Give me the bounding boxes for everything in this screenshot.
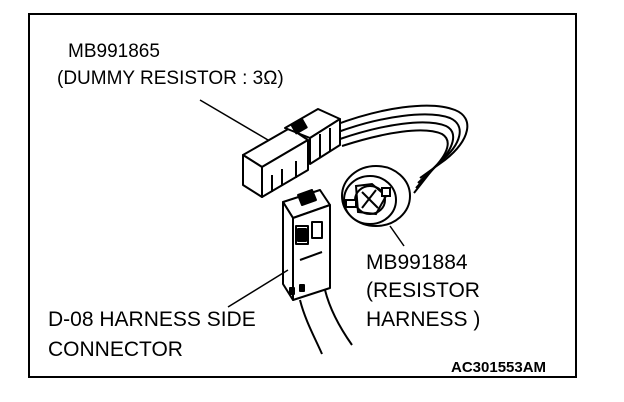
resistor-harness-part-number: MB991884 [366, 251, 468, 274]
d08-harness-wire [299, 289, 353, 355]
connector-label-line1: D-08 HARNESS SIDE [48, 308, 256, 331]
d08-harness-connector [282, 189, 331, 301]
leader-lines [199, 99, 405, 308]
resistor-harness-desc-line1: (RESISTOR [366, 279, 480, 302]
resistor-harness-desc-line2: HARNESS ) [366, 308, 480, 331]
figure-code: AC301553AM [451, 359, 546, 376]
connector-label-line2: CONNECTOR [48, 338, 183, 361]
figure-frame [28, 13, 577, 378]
resistor-harness-wires [334, 104, 469, 194]
dummy-resistor-description: (DUMMY RESISTOR : 3Ω) [57, 68, 284, 89]
dummy-resistor-connector [242, 108, 341, 198]
dummy-resistor-part-number: MB991865 [68, 41, 160, 62]
resistor-harness-connector [341, 165, 411, 227]
